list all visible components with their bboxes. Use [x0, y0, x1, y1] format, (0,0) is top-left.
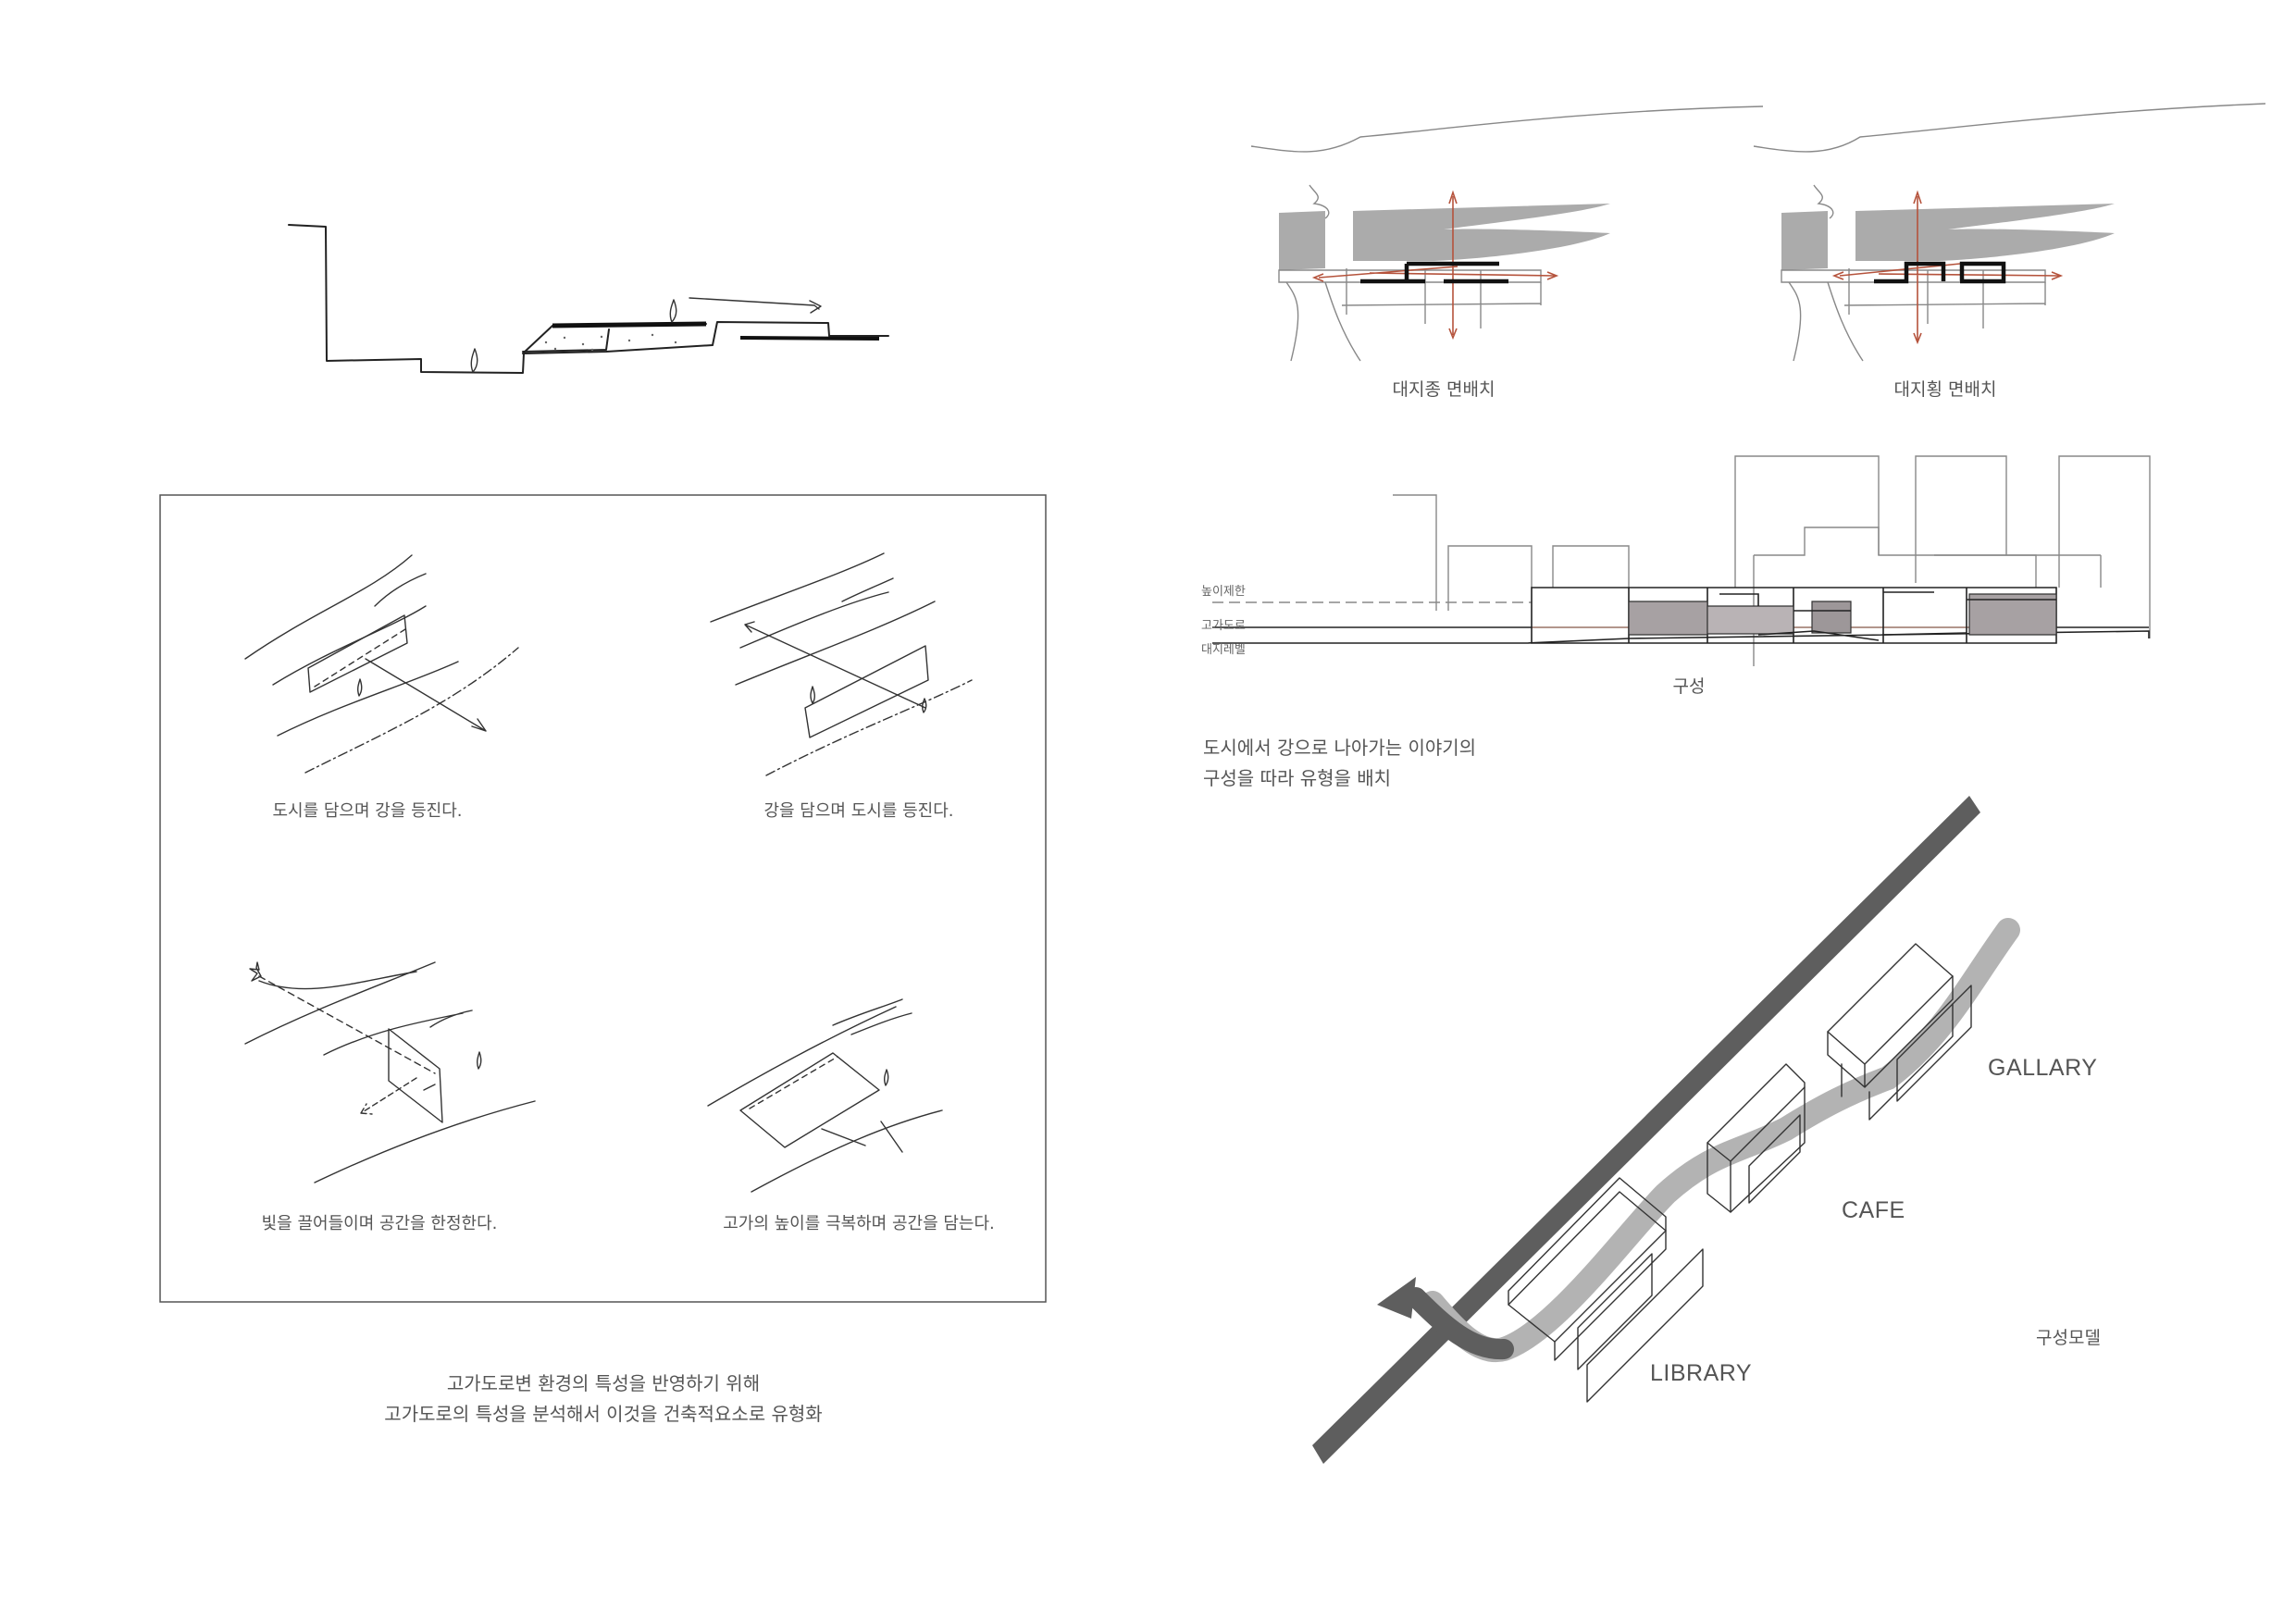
figure-person-icon	[885, 1070, 888, 1085]
elevation-diagram	[1212, 456, 2150, 666]
site-plan-left	[1251, 106, 1763, 361]
concept-frame	[160, 495, 1046, 1302]
concept-caption-4: 고가의 높이를 극복하며 공간을 담는다.	[723, 1214, 995, 1233]
description-line1: 고가도로변 환경의 특성을 반영하기 위해	[447, 1372, 760, 1394]
figure-person-icon	[670, 300, 676, 322]
section-sketch	[289, 225, 888, 373]
label-library: LIBRARY	[1650, 1360, 1752, 1386]
label-gallery: GALLARY	[1988, 1055, 2097, 1081]
site-plan-left-caption: 대지종 면배치	[1393, 379, 1496, 400]
concept-caption-2: 강을 담으며 도시를 등진다.	[763, 801, 953, 821]
site-plan-right-caption: 대지횡 면배치	[1894, 379, 1997, 400]
section-roof-line	[523, 324, 706, 353]
description-line2: 고가도로의 특성을 분석해서 이것을 건축적요소로 유형화	[384, 1403, 822, 1425]
label-cafe: CAFE	[1842, 1197, 1905, 1223]
section-roof-thick	[552, 324, 706, 326]
legend-elevated-road: 고가도로	[1201, 619, 1246, 633]
site-plan-right	[1754, 104, 2265, 361]
concept-caption-1: 도시를 담으며 강을 등진다.	[272, 801, 462, 821]
figure-person-icon	[811, 687, 814, 703]
star-icon	[250, 962, 261, 981]
section-view-arrow	[689, 298, 821, 313]
legend-height-limit: 높이제한	[1201, 585, 1246, 599]
figure-person-icon	[471, 349, 477, 372]
concept-sketch-2	[711, 553, 972, 775]
concept-sketch-1	[245, 555, 518, 773]
concept-sketch-4	[708, 999, 942, 1192]
figure-person-icon	[358, 679, 362, 696]
elevated-road-bar	[1312, 796, 1980, 1464]
elevation-caption: 구성	[1673, 676, 1706, 697]
concept-caption-3: 빛을 끌어들이며 공간을 한정한다.	[262, 1214, 498, 1233]
figure-person-icon	[923, 699, 926, 712]
legend-site-level: 대지레벨	[1201, 643, 1246, 657]
elevation-description-line2: 구성을 따라 유형을 배치	[1203, 767, 1391, 789]
elevation-description-line1: 도시에서 강으로 나아가는 이야기의	[1203, 737, 1476, 759]
figure-person-icon	[478, 1052, 481, 1069]
model-volumes	[1508, 944, 1971, 1402]
concept-sketch-3	[245, 962, 535, 1183]
model-caption: 구성모델	[2036, 1328, 2101, 1348]
section-deck-thick	[740, 338, 879, 339]
